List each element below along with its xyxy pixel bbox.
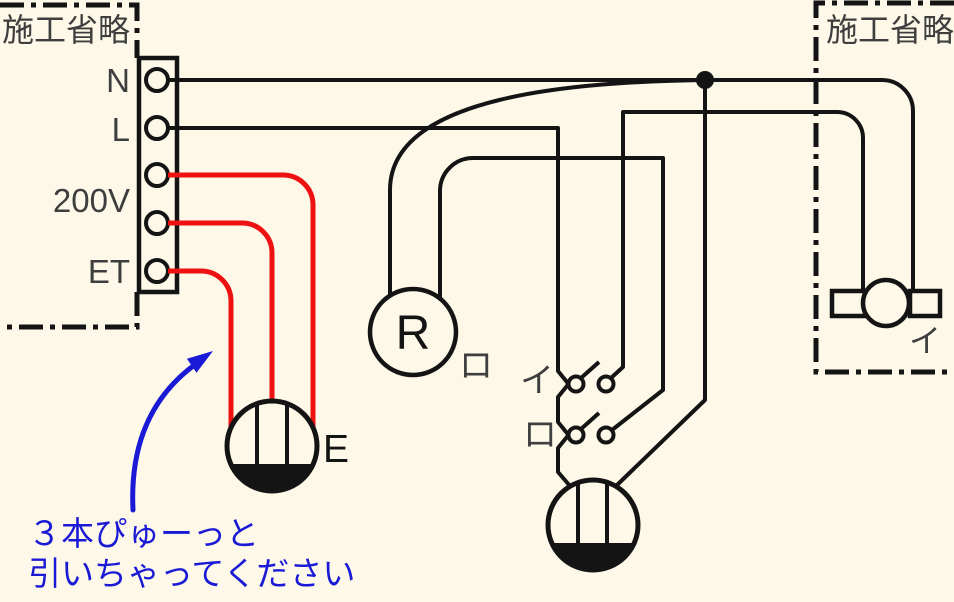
lamp-receptacle-symbol xyxy=(367,286,459,378)
switch-ro-contact-left xyxy=(566,425,586,445)
wire-earth-red-3 xyxy=(168,268,234,428)
terminal-200v-screw-1 xyxy=(144,162,170,188)
earth-outlet-label: E xyxy=(323,428,349,471)
wire-neutral-to-outlet xyxy=(614,80,707,488)
rosette-right-tab xyxy=(907,288,943,319)
left-omission-label: 施工省略 xyxy=(2,12,130,48)
terminal-200v-screw-2 xyxy=(144,210,170,236)
terminal-et-screw xyxy=(144,258,170,284)
rosette-left-tab xyxy=(829,288,868,319)
junction-dot xyxy=(696,71,714,89)
switch-ro-contact-right xyxy=(596,425,616,445)
switch-ro-label: ロ xyxy=(523,416,557,454)
annotation-line2: 引いちゃってください xyxy=(28,555,355,592)
earth-outlet-symbol xyxy=(224,398,320,494)
annotation-line1: ３本ぴゅーっと xyxy=(28,515,259,552)
receptacle-letter: R xyxy=(396,307,431,360)
terminal-label-200v: 200V xyxy=(53,182,130,219)
wire-200v-red-2 xyxy=(168,220,275,401)
receptacle-circuit-label: ロ xyxy=(459,347,493,385)
rosette-circuit-label: イ xyxy=(909,323,941,359)
switch-i-blade xyxy=(579,360,601,380)
terminal-label-l: L xyxy=(112,111,130,148)
ceiling-rosette-symbol xyxy=(829,277,943,329)
wire-neutral-main xyxy=(168,78,915,291)
terminal-label-et: ET xyxy=(88,253,130,290)
switch-i-contact-left xyxy=(566,374,586,394)
switch-i-label: イ xyxy=(520,362,554,400)
outlet-blade-lines xyxy=(576,482,609,545)
right-omission-box-border xyxy=(813,0,954,375)
terminal-n-screw xyxy=(144,67,170,93)
wire-switch-i-to-rosette xyxy=(609,110,865,380)
wire-switch-ro-to-receptacle xyxy=(438,156,665,432)
wire-neutral-to-receptacle xyxy=(388,78,706,296)
wire-200v-red-1 xyxy=(168,172,316,428)
terminal-l-screw xyxy=(144,115,170,141)
terminal-label-n: N xyxy=(106,62,130,99)
annotation-arrow-head-icon xyxy=(186,351,213,373)
right-omission-label: 施工省略 xyxy=(826,12,954,48)
annotation-arrow-curve xyxy=(130,356,206,513)
earth-outlet-blade-lines xyxy=(255,404,289,466)
outlet-symbol xyxy=(545,477,641,573)
switch-i xyxy=(566,360,616,394)
rosette-circle xyxy=(860,277,912,329)
switch-ro xyxy=(566,411,616,445)
earth-outlet-circle xyxy=(224,398,320,494)
outlet-circle xyxy=(545,477,641,573)
wire-live-to-switches-and-outlet xyxy=(168,126,572,488)
switch-ro-blade xyxy=(579,411,601,431)
left-omission-box-border xyxy=(0,2,140,330)
switch-i-contact-right xyxy=(596,374,616,394)
